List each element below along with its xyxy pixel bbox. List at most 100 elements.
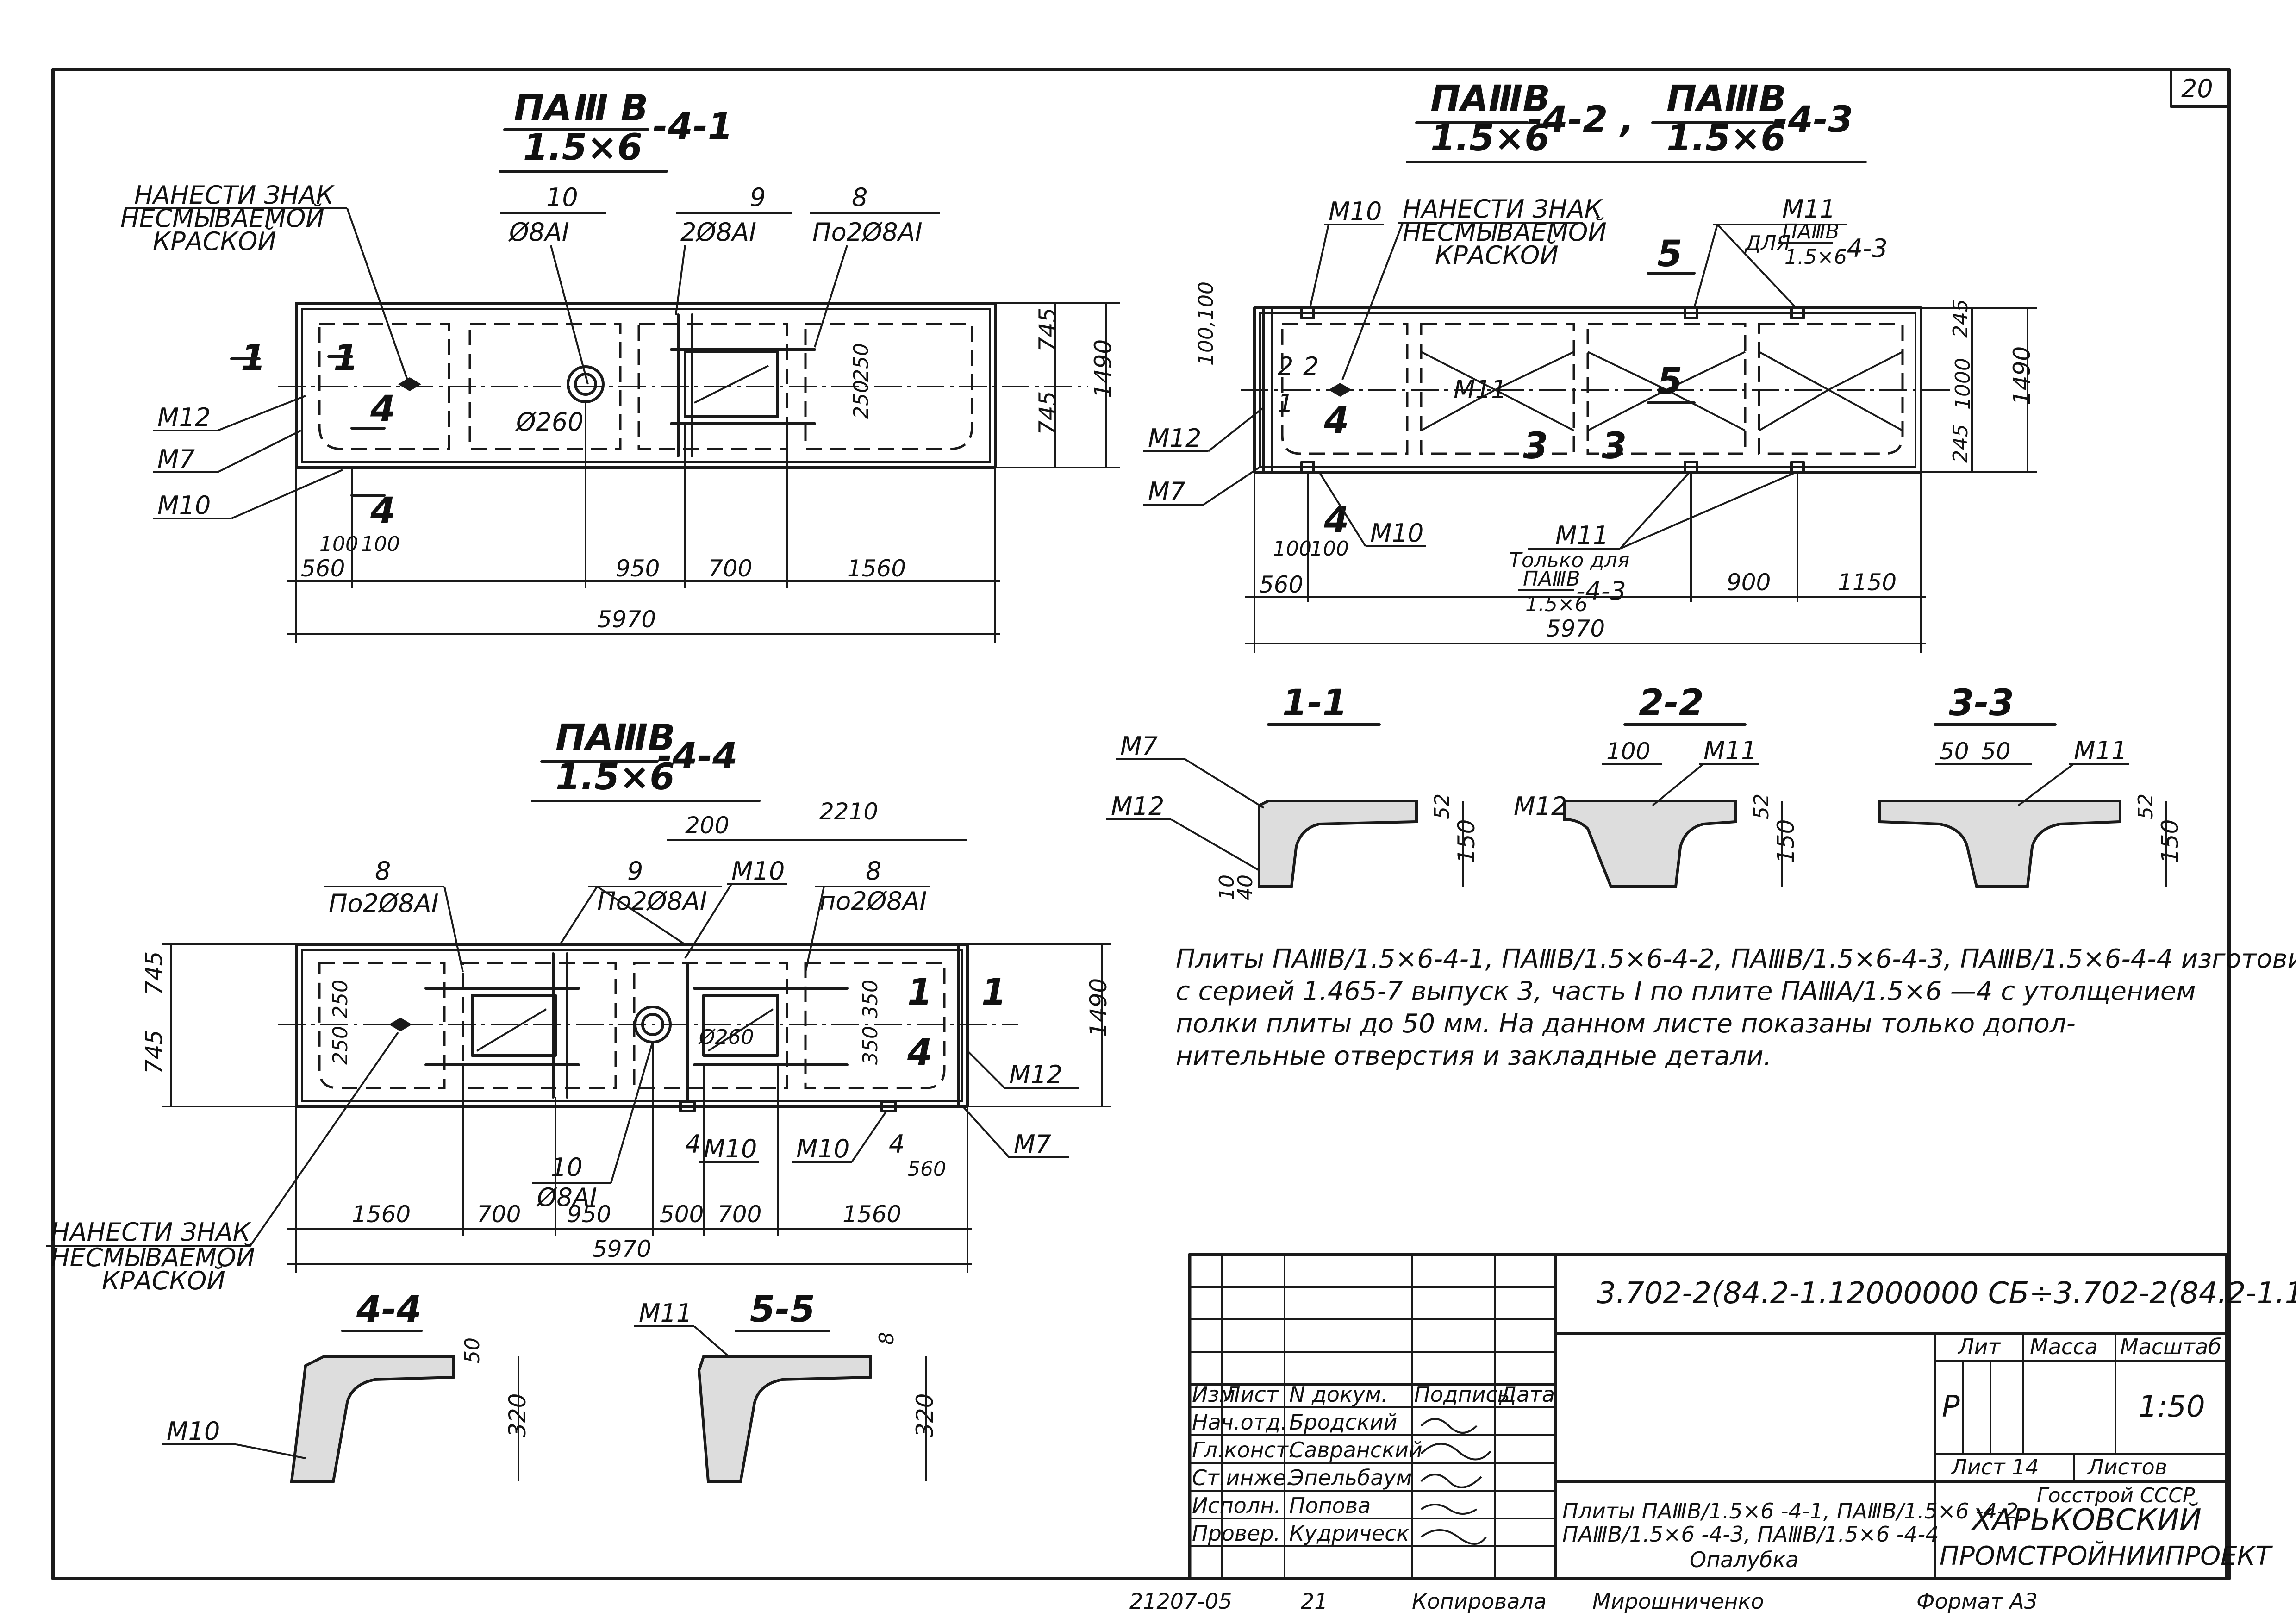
tb-lit-h: Лит	[1957, 1334, 2001, 1359]
v3-d500: 500	[660, 1201, 704, 1228]
v3-rebar10: Ø8АI	[536, 1183, 597, 1212]
tb-sheet: Лист 14	[1950, 1455, 2039, 1480]
tb-lit: Р	[1942, 1390, 1960, 1424]
v2-m12: М12	[1148, 424, 1201, 453]
v3-m7-leader	[962, 1106, 1010, 1158]
sec11-m7-leader	[1184, 758, 1265, 809]
v1-m10-leader	[231, 469, 343, 519]
footer: 21207-05 21 Копировала Мирошниченко Форм…	[1129, 1589, 2038, 1614]
v2-sec1a: 1	[1278, 389, 1293, 418]
v2-panel-4	[1758, 323, 1904, 455]
view1-title-den: 1.5×6	[523, 127, 643, 169]
v2-d245a: 245	[1949, 299, 1972, 338]
note-line3: полки плиты до 50 мм. На данном листе по…	[1176, 1009, 2076, 1039]
section-4-4: 4-4 М10 50 320	[162, 1289, 531, 1483]
tb-org-1: Госстрой СССР	[2037, 1484, 2195, 1507]
v3-pos9-leader-b	[596, 886, 686, 945]
v1-d1490: 1490	[1090, 339, 1117, 398]
v3-mark-paint-1: НАНЕСТИ ЗНАК	[51, 1218, 252, 1247]
v3-d700b: 700	[718, 1201, 761, 1228]
sec11-d40: 40	[1234, 874, 1257, 900]
view2-title-b-num: ПАⅢВ	[1666, 78, 1786, 120]
tb-org-3: ПРОМСТРОЙНИИПРОЕКТ	[1940, 1541, 2273, 1571]
v1-mark-leader-b	[346, 208, 408, 380]
sec11-d10: 10	[1215, 874, 1239, 900]
sec22-d100: 100	[1606, 738, 1650, 765]
v3-mark-diamond	[389, 1018, 412, 1031]
v3-m10-b2: М10	[796, 1134, 849, 1163]
v3-m10-top: М10	[731, 856, 785, 886]
v1-d745b: 745	[1034, 391, 1061, 435]
v3-m10-plate-b	[880, 1100, 897, 1112]
v3-m12: М12	[1009, 1060, 1062, 1089]
v1-m12-leader	[217, 395, 306, 431]
v1-rebar8: По2Ø8АI	[812, 218, 923, 247]
v1-rebar9: 2Ø8АI	[680, 218, 756, 247]
view1-title-num: ПА	[514, 87, 572, 129]
tb-desc-2: ПАⅢВ/1.5×6 -4-3, ПАⅢВ/1.5×6 -4-4	[1562, 1522, 1939, 1547]
v3-d2210: 2210	[819, 798, 878, 825]
v3-pos8a-leader	[443, 886, 464, 973]
v2-m11-only-2: ПАⅢВ	[1523, 567, 1580, 591]
v2-d1150: 1150	[1838, 569, 1897, 596]
v1-mark-paint-3: КРАСКОЙ	[153, 227, 276, 256]
tb-row2-role: Гл.конст.	[1192, 1437, 1295, 1462]
v2-m11-for-4: -4-3	[1838, 234, 1888, 263]
v2-m12-leader	[1207, 406, 1265, 452]
v2-d560: 560	[1259, 571, 1303, 598]
sec22-shape	[1563, 800, 1737, 888]
v3-d350a: 350	[859, 980, 882, 1018]
v3-d745a: 745	[141, 951, 168, 995]
v3-pos8b: 8	[866, 856, 881, 886]
footer-name: Мирошниченко	[1592, 1589, 1764, 1614]
v2-m11-only-1: Только для	[1509, 549, 1629, 572]
sec33-m11-leader	[2017, 763, 2075, 806]
v2-diag-2	[1587, 351, 1746, 431]
v3-sec4b: 4	[685, 1130, 701, 1159]
view2-title-a-num: ПАⅢВ	[1430, 78, 1550, 120]
tb-row5-name: Кудрическ	[1289, 1521, 1410, 1546]
sec11-m12: М12	[1111, 792, 1164, 821]
tb-org-2: ХАРЬКОВСКИЙ	[1971, 1502, 2202, 1537]
v3-pos9: 9	[627, 856, 643, 886]
section-2-2: 2-2 100 М11 М12 52 150	[1514, 682, 1799, 888]
tb-row1-role: Нач.отд.	[1192, 1410, 1287, 1435]
v1-m7-leader	[217, 430, 301, 473]
view1-title-sub: Ⅲ В	[574, 87, 648, 129]
v1-m7: М7	[157, 444, 195, 474]
v3-m10-plate-a	[679, 1100, 696, 1112]
v3-mark-paint-3: КРАСКОЙ	[102, 1266, 225, 1295]
v2-m10-bot: М10	[1370, 518, 1423, 548]
sec33-m11: М11	[2074, 736, 2127, 765]
v1-mark-paint-1: НАНЕСТИ ЗНАК	[134, 181, 335, 210]
section-5-5: 5-5 М11 8 320	[634, 1289, 938, 1483]
v3-rebar-b-diag	[707, 1008, 774, 1052]
v3-d250a: 250	[329, 980, 352, 1018]
sec33-d150: 150	[2157, 819, 2184, 863]
sheet-frame	[51, 68, 2231, 1580]
v2-m11-top-leader-a	[1693, 224, 1718, 308]
v2-diag-1	[1421, 351, 1574, 431]
v2-plate-3	[1684, 306, 1698, 319]
v2-diag-3	[1758, 351, 1903, 431]
v2-m11-bot-leader-a	[1619, 471, 1691, 550]
view3-title-num: ПАⅢВ	[555, 717, 675, 759]
v2-m11-for-3: 1.5×6	[1784, 245, 1847, 269]
v1-sec4-bot: 4	[370, 490, 395, 532]
view2-title-a-suffix: -4-2 ,	[1528, 99, 1634, 141]
section-3-3: 3-3 50 50 М11 52 150	[1878, 682, 2184, 888]
sec11-title: 1-1	[1282, 682, 1348, 724]
v3-m12-leader	[967, 1050, 1005, 1089]
v3-sec4c: 4	[889, 1130, 905, 1159]
v1-d700: 700	[708, 555, 752, 582]
v1-panel-4	[804, 323, 973, 450]
v2-sec3a: 3	[1523, 425, 1548, 467]
v2-m11-bot-leader-b	[1620, 471, 1797, 550]
v2-mark-diamond	[1329, 383, 1352, 397]
v2-d1490: 1490	[2009, 346, 2035, 405]
v1-d950: 950	[616, 555, 660, 582]
v3-sec1a: 1	[907, 972, 932, 1013]
v2-sec4b: 4	[1323, 500, 1349, 541]
tb-mass-h: Масса	[2030, 1334, 2098, 1359]
